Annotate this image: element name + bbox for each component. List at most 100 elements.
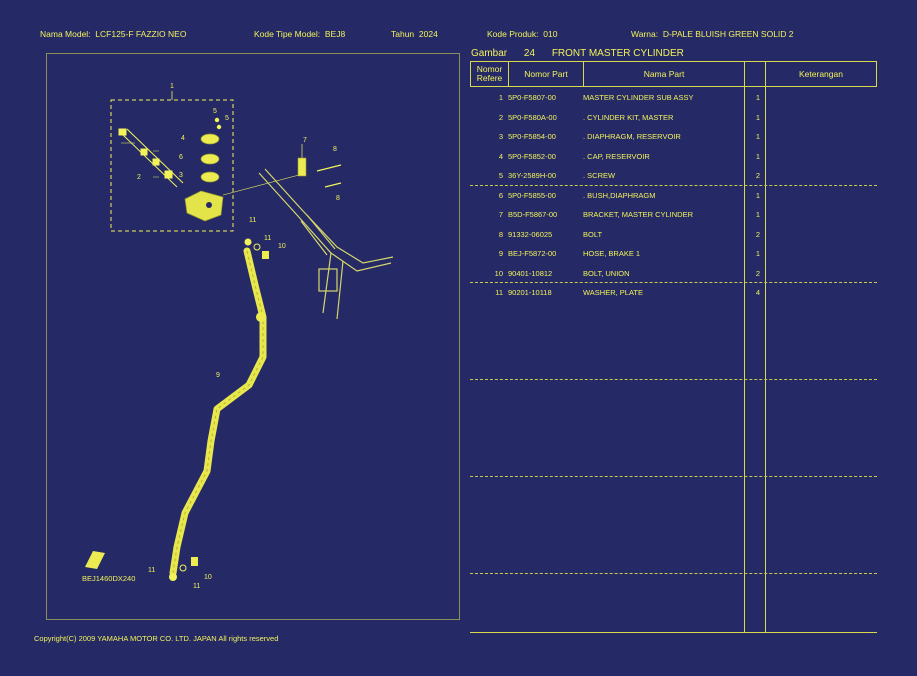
part-name-cell: HOSE, BRAKE 1 [583,249,641,258]
brake-hose [169,247,267,577]
year-label: Tahun [391,29,415,39]
product-code-value: 010 [543,29,558,39]
ref-cell: 6 [498,190,503,200]
quantity-cell: 1 [755,93,761,102]
part-name-cell: MASTER CYLINDER SUB ASSY [583,93,694,102]
diagram-code: BEJ1460DX240 [82,574,135,583]
header-part-no: Nomor Part [509,62,584,86]
model-type: Kode Tipe Model: BEJ8 [254,29,345,39]
model-type-label: Kode Tipe Model: [254,29,321,39]
callout-10b: 10 [204,574,212,581]
header-remarks: Keterangan [799,68,843,79]
callout-8: 8 [333,146,337,153]
ref-cell: 8 [498,229,503,239]
washer-part [169,573,177,581]
screw-part [216,124,222,130]
quantity-cell: 1 [755,151,761,161]
model-name-value: LCF125-F FAZZIO NEO [95,29,187,39]
part-number-cell: 90201-10118 [508,288,552,297]
part-number-cell: 5P0-F5854-00 [508,132,556,141]
ref-cell: 11 [495,288,503,297]
callout-9: 9 [216,372,220,379]
color: Warna: D-PALE BLUISH GREEN SOLID 2 [631,29,794,39]
parts-diagram: 1 2 3 4 5 5 6 7 8 8 9 10 10 11 11 11 11 … [46,53,460,620]
table-row[interactable]: 11 90201-10118 WASHER, PLATE 4 [470,283,877,302]
washer-part [244,238,252,246]
quantity-cell: 2 [755,229,761,239]
screw-part [214,117,220,123]
ref-cell: 3 [498,132,503,141]
callout-5: 5 [213,108,217,115]
part-number-cell: 36Y-2589H-00 [508,171,557,180]
year-value: 2024 [418,29,438,39]
figure-label: Gambar [471,48,508,59]
ref-cell: 9 [498,249,503,258]
diaphragm-part [200,171,220,183]
callout-5b: 5 [225,115,229,122]
group-separator [470,282,877,283]
union-bolt-part [262,251,269,259]
part-number-cell: 5P0-F5855-00 [508,190,556,200]
washer-part [179,564,187,572]
callout-3: 3 [179,172,183,179]
product-code: Kode Produk: 010 [487,29,557,39]
part-name-cell: . CAP, RESERVOIR [583,151,650,161]
bush-part [200,153,220,165]
quantity-cell: 2 [755,171,761,180]
year: Tahun 2024 [391,29,438,39]
callout-11d: 11 [193,583,200,590]
part-number-cell: 5P0-F5852-00 [508,151,556,161]
callout-6: 6 [179,154,183,161]
master-cylinder-body [184,190,224,222]
group-separator [470,379,877,380]
diagram-logo [85,551,105,569]
header-qty [745,62,766,86]
copyright-notice: Copyright(C) 2009 YAMAHA MOTOR CO. LTD. … [34,634,279,643]
part-name-cell: . CYLINDER KIT, MASTER [583,112,674,122]
callout-2: 2 [137,174,141,181]
ref-cell: 10 [494,268,503,278]
hose-clamp [256,312,266,322]
ref-cell: 2 [498,112,503,122]
callout-4: 4 [181,135,185,142]
washer-part [253,243,261,251]
quantity-cell: 2 [755,268,761,278]
column-divider [744,87,745,633]
group-separator [470,185,877,186]
part-name-cell: WASHER, PLATE [583,288,644,297]
color-label: Warna: [631,29,659,39]
exploded-view-drawing: 1 2 3 4 5 5 6 7 8 8 9 10 10 11 11 11 11 … [82,83,394,590]
quantity-cell: 1 [755,249,761,258]
part-name-cell: . DIAPHRAGM, RESERVOIR [583,132,681,141]
callout-11b: 11 [264,235,271,242]
callout-8b: 8 [336,195,340,202]
ref-cell: 7 [498,210,503,219]
model-name-label: Nama Model: [40,29,91,39]
color-value: D-PALE BLUISH GREEN SOLID 2 [662,29,794,39]
quantity-cell: 4 [755,288,761,297]
callout-11: 11 [249,217,256,224]
bracket-part [297,144,307,177]
handlebar-frame [258,168,394,320]
callout-1: 1 [170,83,174,90]
part-number-cell: BEJ-F5872-00 [508,249,557,258]
part-number-cell: 5P0-F5807-00 [508,93,556,102]
callout-11c: 11 [148,567,155,574]
figure-number: 24 [523,48,536,59]
quantity-cell: 1 [755,190,761,200]
table-row[interactable]: 9 BEJ-F5872-00 HOSE, BRAKE 1 1 [470,244,877,263]
product-code-label: Kode Produk: [487,29,539,39]
bolt-part [324,182,342,188]
part-name-cell: BOLT [583,229,603,239]
